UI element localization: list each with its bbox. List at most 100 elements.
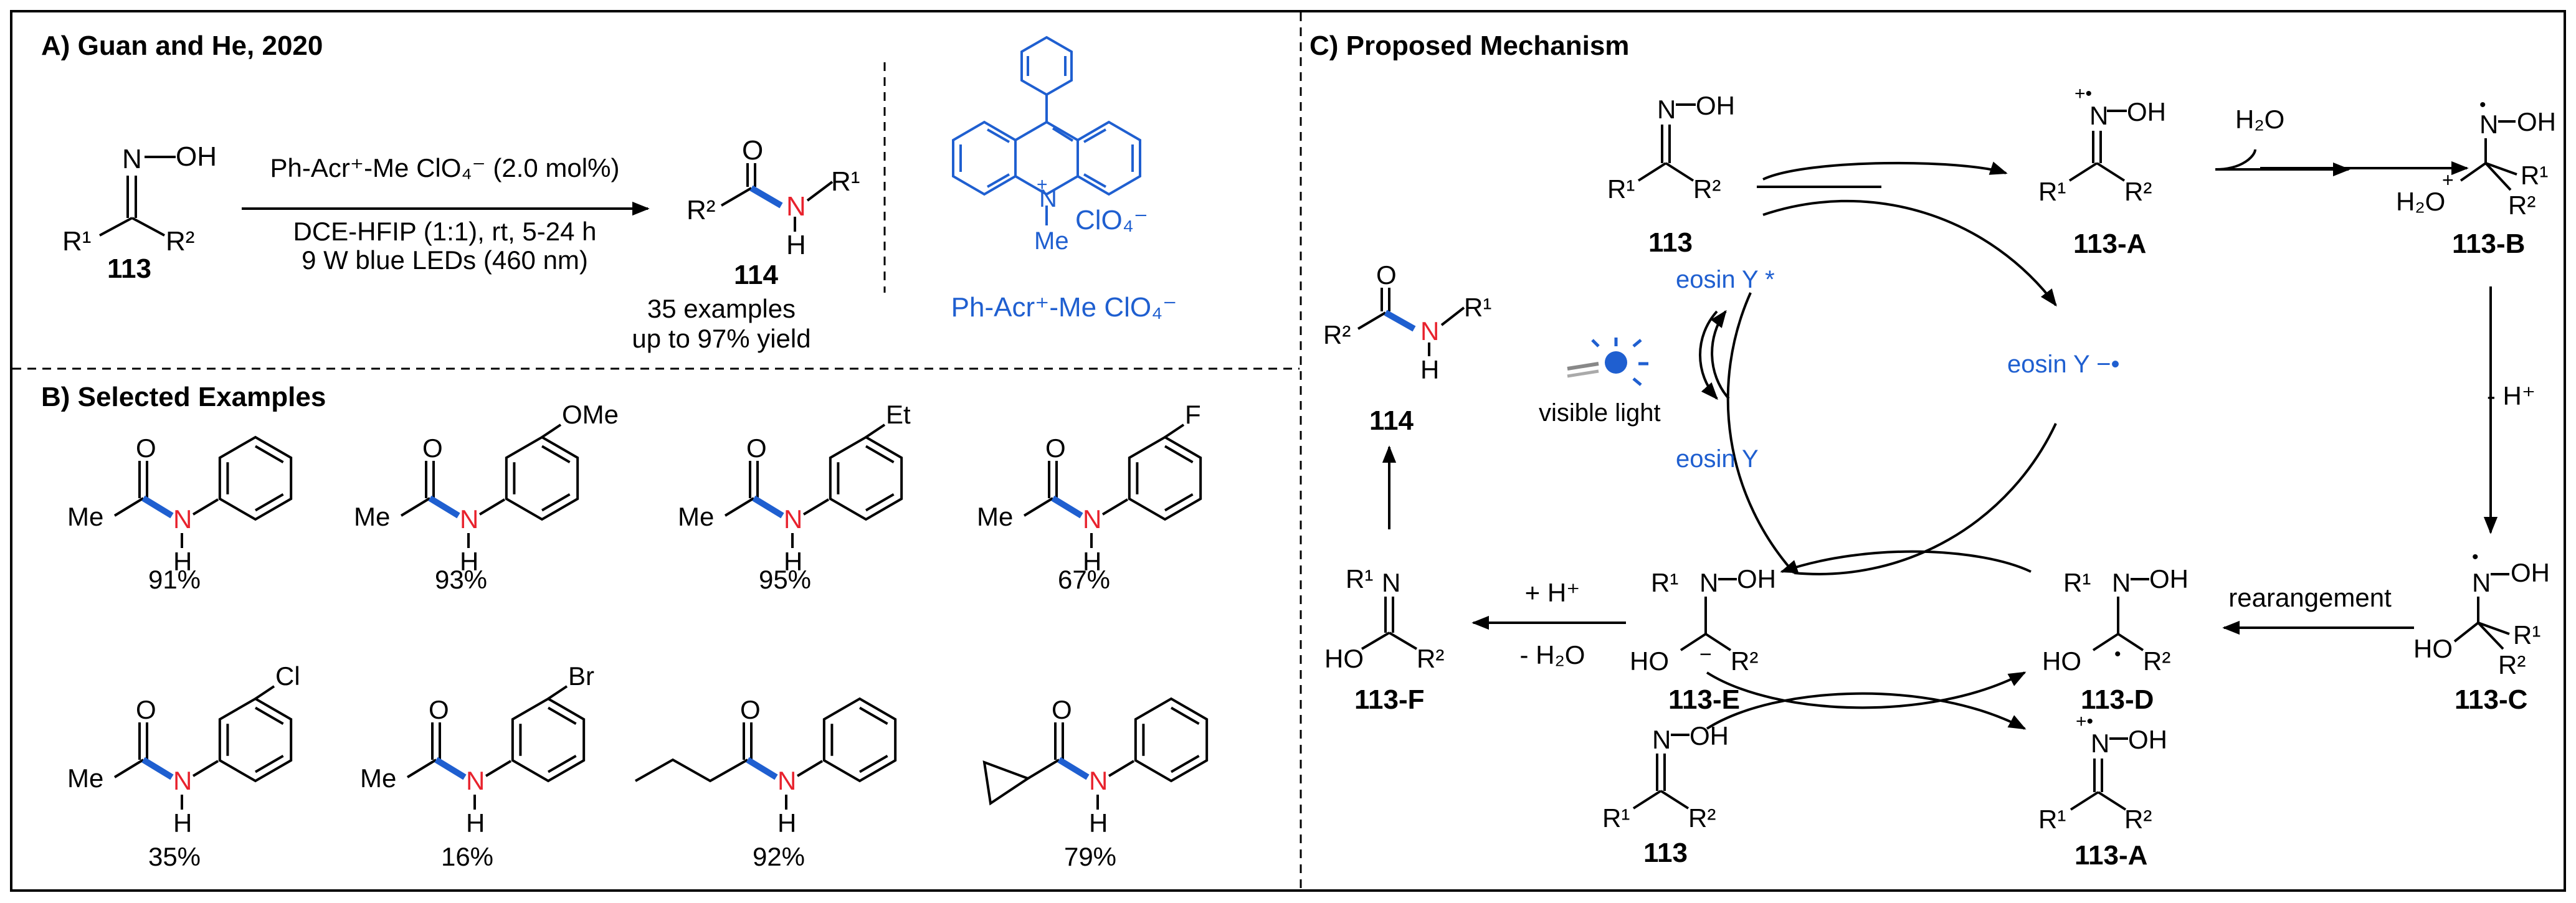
catalyst-n: N [1039,185,1057,212]
intermediate-113-A-bottom: +• N OH R¹ R² 113-A [2038,711,2167,871]
atom-oh: OH [2149,564,2189,593]
scope-count: 35 examples [647,294,796,323]
panel-a-title: A) Guan and He, 2020 [41,31,323,61]
atom-h: H [173,547,192,576]
atom-n-red: N [1089,766,1108,795]
atom-n-red: N [173,504,192,534]
catalyst-plus: + [1037,174,1048,195]
atom-r1: R¹ [62,226,91,257]
atom-o: O [136,433,156,463]
atom-o: O [429,695,449,724]
atom-n-red: N [786,191,806,222]
scope-yield: up to 97% yield [632,324,810,353]
atom-r2: R² [687,195,715,225]
atom-o: O [1052,695,1072,724]
atom-ho: HO [2042,646,2081,676]
yield-value: 92% [753,842,805,871]
catalyst-me: Me [1034,227,1069,255]
compound-label-113: 113 [107,253,151,284]
radical-dot: • [2479,95,2486,115]
atom-n: N [2091,729,2109,758]
atom-n: N [1699,568,1718,597]
compound-label-113-F: 113-F [1354,684,1425,715]
atom-r2: R² [2124,805,2152,834]
atom-r2: R² [2508,191,2536,220]
atom-ho: HO [1630,646,1669,676]
light-bulb-icon [1567,338,1648,386]
atom-n: N [1652,725,1671,754]
atom-r1: R¹ [1607,174,1635,204]
atom-ho: HO [1324,644,1364,673]
product-114-structure: O R² N R¹ H 114 [687,135,860,290]
atom-o: O [1045,433,1066,463]
compound-label-113-D: 113-D [2081,684,2154,715]
substrate-113-structure: N OH R¹ R² 113 [62,141,217,284]
atom-r1: R¹ [2513,620,2540,650]
atom-o: O [1376,260,1397,290]
intermediate-113-F: R¹ N HO R² 113-F [1324,564,1444,715]
atom-r2: R² [1693,174,1721,204]
atom-n: N [122,144,142,174]
compound-label-113-C: 113-C [2455,684,2527,715]
compound-label-113-B: 113-B [2452,229,2525,259]
intermediate-113-B: • N OH R¹ R² + H₂O 113-B [2396,95,2556,259]
compound-label-114: 114 [1369,405,1414,436]
atom-n-red: N [784,504,802,534]
atom-o: O [740,695,761,724]
atom-me: Me [977,502,1013,531]
yield-value: 16% [441,842,493,871]
atom-me: Me [360,764,396,793]
compound-label-113: 113 [1648,227,1693,258]
compound-label-113: 113 [1643,838,1688,868]
atom-r1: R¹ [2063,568,2091,597]
atom-r1: R¹ [1464,293,1491,322]
intermediate-113-D: R¹ N OH HO • R² 113-D [2042,564,2189,715]
atom-h: H [1083,547,1101,576]
product-114-mechanism: O R² N R¹ H 114 [1323,260,1491,436]
visible-light-label: visible light [1539,399,1661,427]
eosin-radical-anion: eosin Y −• [2007,351,2119,378]
atom-n-red: N [460,504,478,534]
catalyst-name: Ph-Acr⁺-Me ClO₄⁻ [951,292,1177,323]
atom-h: H [173,808,192,838]
panel-b-title: B) Selected Examples [41,382,326,412]
atom-n-red: N [1083,504,1101,534]
atom-me: Me [354,502,390,531]
compound-label-113-A: 113-A [2075,840,2147,871]
atom-r1: R¹ [2521,161,2548,190]
substituent-label: OMe [562,400,619,429]
atom-r1: R¹ [1602,803,1630,833]
atom-me: Me [67,502,103,531]
radical-dot: • [2114,644,2121,664]
reaction-arrow: Ph-Acr⁺-Me ClO₄⁻ (2.0 mol%) DCE-HFIP (1:… [242,153,650,275]
yield-value: 93% [435,565,487,594]
atom-r1: R¹ [831,166,860,197]
atom-n: N [2112,568,2131,597]
radical-dot: • [2472,547,2479,567]
rearrangement-label: rearangement [2228,583,2392,612]
atom-ho: HO [2413,634,2453,663]
atom-o: O [742,135,763,166]
intermediate-113-E: R¹ N OH HO − R² 113-E [1630,564,1776,715]
compound-label-113-A: 113-A [2073,229,2146,259]
compound-label-113-E: 113-E [1668,684,1740,715]
yield-value: 79% [1064,842,1116,871]
intermediate-113-top: N OH R¹ R² 113 [1607,91,1735,258]
atom-oh: OH [2128,725,2167,754]
reagent-h2o: H₂O [2235,105,2284,134]
atom-o: O [422,433,443,463]
reagent-line-3: 9 W blue LEDs (460 nm) [302,245,588,275]
atom-h: H [1089,808,1108,838]
mechanism-arrows [1382,149,2498,635]
reagent-minus-h: - H⁺ [2487,381,2536,410]
atom-n: N [2472,568,2491,597]
atom-oh: OH [176,141,217,172]
atom-h: H [784,547,802,576]
reagent-minus-h2o: - H₂O [1520,640,1585,669]
atom-r2: R² [1417,644,1444,673]
